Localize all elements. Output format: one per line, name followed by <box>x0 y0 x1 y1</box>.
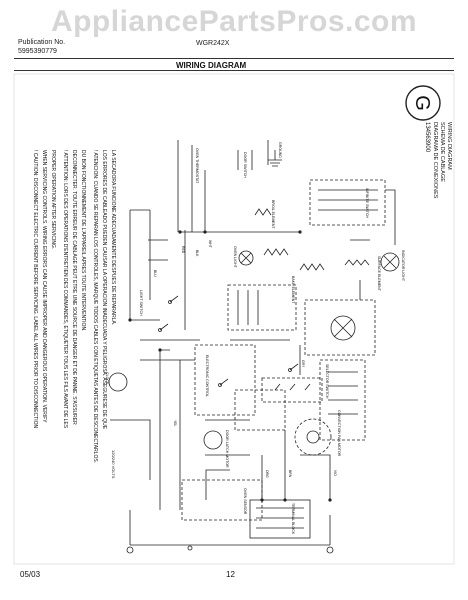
title-rule <box>14 70 454 71</box>
ground-symbol <box>268 150 282 167</box>
caution-line: ! ATENCION: CUANDO SE REPARAN LOS CONTRO… <box>92 150 98 463</box>
wire-color-tag: BLU <box>153 270 157 277</box>
indicator-light-symbol <box>380 252 400 272</box>
header-rule <box>14 58 454 59</box>
footer-date: 05/03 <box>20 570 41 579</box>
caution-notes: ! CAUTION: DISCONNECT ELECTRIC CURRENT B… <box>32 150 116 463</box>
wire-color-tag: GRY <box>301 360 305 368</box>
sensor-label: OVEN SENSOR <box>243 488 247 515</box>
caution-line: LA SECADORA FUNCIONE ADECUADAMENTE DESPU… <box>110 150 116 325</box>
convection-fan-label: CONVECTION FAN MOTOR <box>337 410 341 457</box>
caution-line: ! CAUTION: DISCONNECT ELECTRIC CURRENT B… <box>32 150 38 428</box>
wire-color-tag: ORG <box>265 470 269 478</box>
bake-element-label: BAKE ELEMENT <box>291 276 295 304</box>
wire-color-tag: BRN <box>288 470 292 478</box>
footer-page: 12 <box>226 570 235 579</box>
wire-color-tags: RED BLK WHT BLU YEL ORG BRN VIO GRY <box>153 240 337 478</box>
selector-switch-label: SELECTOR SWITCH <box>325 364 329 399</box>
wire-color-tag: YEL <box>173 420 177 427</box>
caution-line: DU BON FONCTIONNEMENT DE L'APPAREIL APRE… <box>80 150 86 331</box>
svg-text:134563900: 134563900 <box>424 122 430 153</box>
watermark: AppliancePartsPros.com <box>50 5 418 38</box>
terminal-block-label: TERMINAL BLOCK <box>291 503 295 535</box>
wire-color-tag: RED <box>181 246 185 254</box>
clock-label: CLOCK <box>105 372 109 385</box>
broil-element-label: BROIL ELEMENT <box>271 200 275 229</box>
svg-text:DIAGRAMA DE CONEXIONES: DIAGRAMA DE CONEXIONES <box>432 122 438 199</box>
indicator-light-label: INDICATOR LIGHT <box>401 250 405 282</box>
publication-label: Publication No. <box>18 39 66 46</box>
electronic-control-box <box>194 344 256 416</box>
caution-line: ! ATTENTION: LORS DES OPERATIONS D'ENTRE… <box>62 150 68 429</box>
caution-line: PROPER OPERATION AFTER SERVICING. <box>50 150 56 249</box>
svg-text:WIRING DIAGRAM: WIRING DIAGRAM <box>446 122 452 170</box>
oven-thermostat-label: OVEN THERMOSTAT <box>195 148 199 184</box>
badge-letter: G <box>411 95 433 111</box>
convection-fan-symbol <box>294 418 332 456</box>
wire-color-tag: WHT <box>208 240 212 248</box>
latch-motor-symbol <box>203 430 223 450</box>
electronic-control-label: ELECTRONIC CONTROL <box>205 355 209 397</box>
infinite-switch-box <box>309 179 386 226</box>
oven-light-label: OVEN LIGHT <box>233 246 237 269</box>
caution-line: DECONNECTER. TOUTE ERREUR DE CABLAGE PEU… <box>71 150 77 425</box>
terminal-block-box <box>249 499 311 539</box>
ground-label: GROUND <box>278 142 282 158</box>
badge-circle <box>405 85 441 121</box>
svg-text:SCHEMA DE CABLAGE: SCHEMA DE CABLAGE <box>439 122 445 182</box>
bake-element-symbol <box>263 248 289 256</box>
light-switch-label: LIGHT SWITCH <box>139 290 143 316</box>
latch-motor-label: DOOR LATCH MOTOR <box>225 430 229 468</box>
model-number: WGR242X <box>196 40 230 47</box>
caution-line: LOS ERRORES DE CABLEADO PUEDEN CAUSAR LA… <box>101 150 107 430</box>
caution-line: WHEN SERVICING CONTROLS. WIRING ERRORS C… <box>41 150 47 423</box>
surface-element-label: SURFACE ELEMENT <box>377 256 381 292</box>
diagram-title: WIRING DIAGRAM <box>176 61 247 70</box>
door-switch-label: DOOR SWITCH <box>243 152 247 178</box>
clock-motor-symbol <box>108 372 128 392</box>
infinite-switch-label: INFINITE SWITCH <box>365 188 369 219</box>
supply-voltage-label: 120/240 VOLTS <box>111 450 116 479</box>
publication-number: 5995390779 <box>18 48 57 55</box>
wire-color-tag: VIO <box>333 470 337 476</box>
side-caption: WIRING DIAGRAM SCHEMA DE CABLAGE DIAGRAM… <box>424 122 452 199</box>
wire-color-tag: BLK <box>195 250 199 257</box>
